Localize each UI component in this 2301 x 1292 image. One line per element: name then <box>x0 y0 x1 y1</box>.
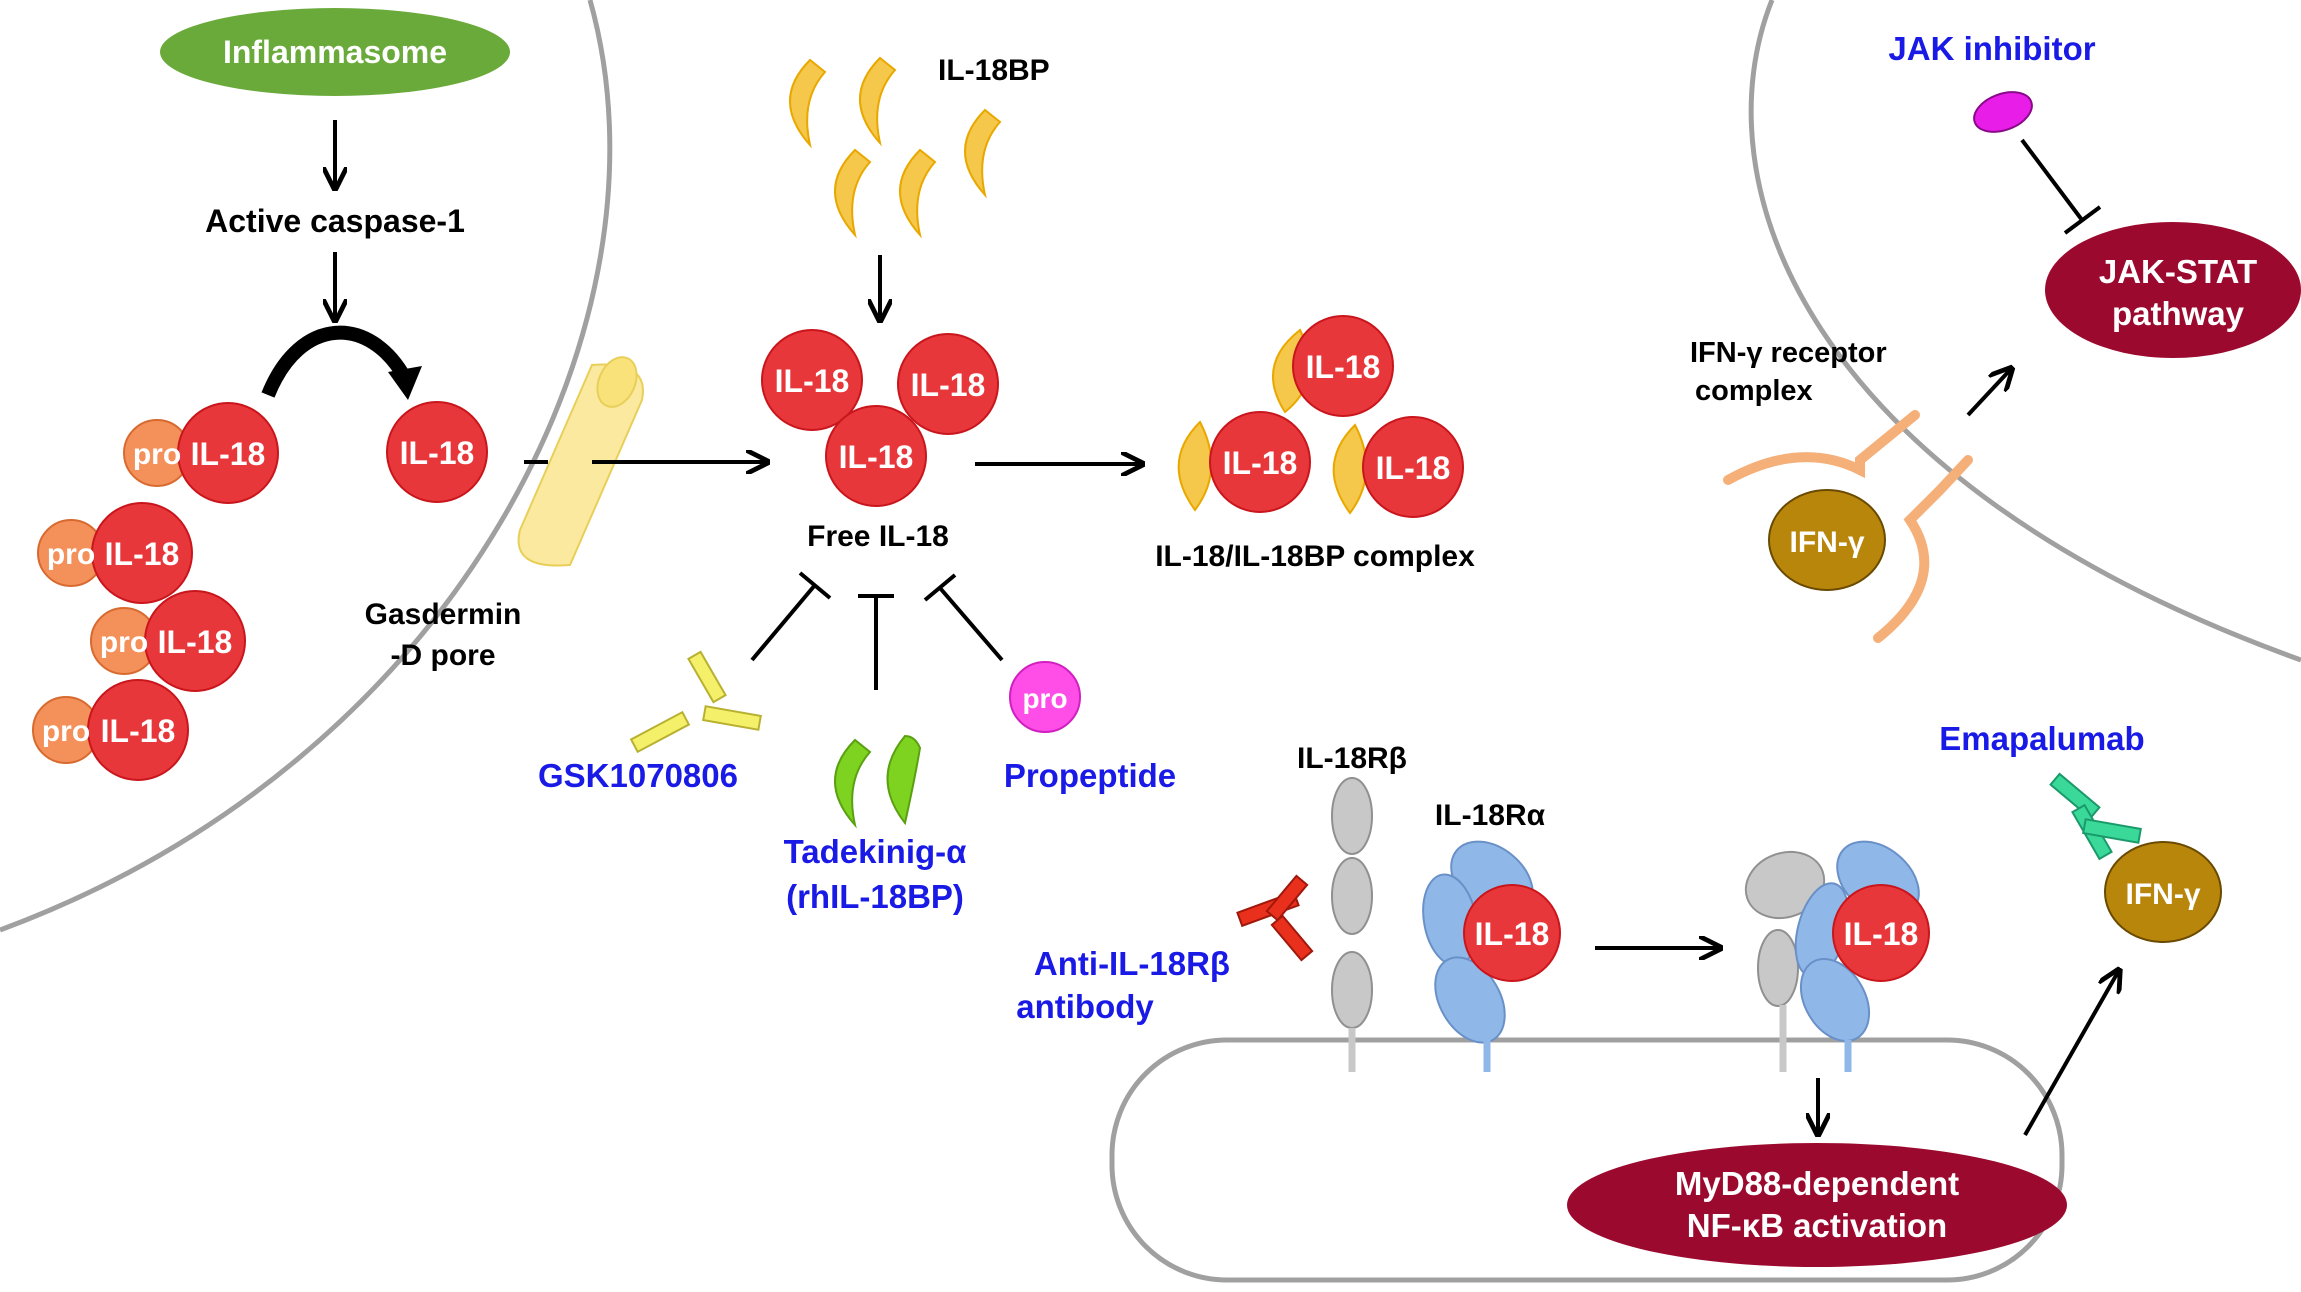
gasdermin-label-line2: -D pore <box>391 639 496 672</box>
svg-text:pro: pro <box>1022 683 1067 714</box>
anti-il18rb-label-line1: Anti-IL-18Rβ <box>1034 945 1230 982</box>
myd88-label-line1: MyD88-dependent <box>1675 1165 1959 1202</box>
ifngr-label-line1: IFN-γ receptor <box>1690 337 1887 369</box>
gasdermin-label-line1: Gasdermin <box>365 598 522 631</box>
svg-text:IL-18: IL-18 <box>191 436 266 472</box>
emapalumab-label: Emapalumab <box>1939 720 2144 757</box>
svg-text:pro: pro <box>133 438 181 471</box>
svg-text:pro: pro <box>42 715 90 748</box>
il18rb-label: IL-18Rβ <box>1297 742 1407 775</box>
svg-text:IL-18: IL-18 <box>775 363 850 399</box>
svg-text:IL-18: IL-18 <box>1475 916 1550 952</box>
svg-text:IL-18: IL-18 <box>1223 445 1298 481</box>
svg-text:IL-18: IL-18 <box>1306 349 1381 385</box>
il18r-beta-chain <box>1331 777 1373 1029</box>
jak-stat-pathway-node <box>2045 222 2301 358</box>
pro-il18-molecule: pro IL-18 <box>32 679 189 781</box>
il18bp-protein <box>789 56 1002 239</box>
svg-text:IL-18: IL-18 <box>101 713 176 749</box>
gasdermin-d-pore <box>517 356 644 567</box>
jak-stat-label-line1: JAK-STAT <box>2099 253 2257 290</box>
ifn-gamma-receptor <box>1723 410 1973 643</box>
free-il18: IL-18 <box>761 329 863 431</box>
inhibit-bar-propeptide <box>923 573 957 602</box>
cleavage-curved-arrow <box>261 325 412 398</box>
il18-il18bp-complex: IL-18 <box>1177 411 1311 513</box>
svg-text:IL-18: IL-18 <box>1844 916 1919 952</box>
free-il18: IL-18 <box>897 333 999 435</box>
free-il18-label: Free IL-18 <box>807 520 949 553</box>
svg-text:pro: pro <box>100 626 148 659</box>
svg-text:IL-18: IL-18 <box>839 439 914 475</box>
svg-text:IL-18: IL-18 <box>105 536 180 572</box>
gsk-label: GSK1070806 <box>538 757 738 794</box>
pro-il18-molecule: pro IL-18 <box>123 402 279 504</box>
emapalumab-antibody-icon <box>2049 772 2142 861</box>
il18-il18bp-complex: IL-18 <box>1272 315 1394 417</box>
propeptide-icon: pro <box>1009 661 1081 733</box>
ifn-gamma-free: IFN-γ <box>2104 841 2222 943</box>
tadekinig-alpha-icon <box>834 734 922 829</box>
bottom-cell-membrane <box>1109 1037 2065 1283</box>
myd88-nfkb-node <box>1567 1143 2067 1267</box>
svg-text:IFN-γ: IFN-γ <box>2126 878 2201 911</box>
ifngr-label-line2: complex <box>1695 375 1813 407</box>
svg-text:IL-18: IL-18 <box>158 624 233 660</box>
myd88-label-line2: NF-κB activation <box>1687 1207 1947 1244</box>
tadekinig-label-line1: Tadekinig-α <box>784 833 967 870</box>
inflammasome-label: Inflammasome <box>223 34 447 70</box>
cleavage-arrowhead <box>388 366 422 400</box>
left-cell-membrane <box>0 0 613 933</box>
inhibit-line-propeptide <box>938 586 1004 662</box>
free-il18: IL-18 <box>825 405 927 507</box>
svg-text:IL-18: IL-18 <box>911 367 986 403</box>
inhibit-line-jak <box>2020 138 2084 222</box>
pro-il18-molecule: pro IL-18 <box>90 590 246 692</box>
arrow-receptor-to-jakstat <box>1966 370 2010 417</box>
propeptide-label: Propeptide <box>1004 757 1176 794</box>
inflammasome-node <box>160 8 510 96</box>
pro-il18-molecule: pro IL-18 <box>37 502 193 604</box>
svg-text:IL-18: IL-18 <box>1376 450 1451 486</box>
complex-label: IL-18/IL-18BP complex <box>1155 540 1475 573</box>
inhibit-line-gsk <box>750 583 817 662</box>
il18ra-label: IL-18Rα <box>1435 799 1546 832</box>
jak-stat-label-line2: pathway <box>2112 295 2245 332</box>
gsk1070806-antibody-icon <box>629 650 762 754</box>
anti-il18rb-label-line2: antibody <box>1016 988 1154 1025</box>
il18-il18bp-complex: IL-18 <box>1332 416 1464 518</box>
il18bp-label: IL-18BP <box>938 54 1050 87</box>
il18r-signaling-complex: IL-18 <box>1744 840 1930 1042</box>
svg-text:IFN-γ: IFN-γ <box>1790 526 1865 559</box>
arrow-nfkb-to-ifng <box>2023 972 2118 1136</box>
jak-inhibitor-icon <box>1973 91 2033 133</box>
svg-text:IL-18: IL-18 <box>400 435 475 471</box>
svg-text:pro: pro <box>47 538 95 571</box>
ifn-gamma-bound: IFN-γ <box>1768 489 1886 591</box>
active-caspase-label: Active caspase-1 <box>205 203 465 239</box>
anti-il18rb-antibody-icon <box>1236 874 1314 962</box>
inhibit-bar-gsk <box>798 571 832 600</box>
inhibit-bar-jak <box>2063 205 2102 235</box>
right-cell-membrane <box>1748 0 2301 663</box>
il18-bound-receptor: IL-18 <box>1463 884 1561 982</box>
jak-inhibitor-label: JAK inhibitor <box>1888 30 2095 67</box>
mature-il18: IL-18 <box>386 401 488 503</box>
tadekinig-label-line2: (rhIL-18BP) <box>786 878 964 915</box>
